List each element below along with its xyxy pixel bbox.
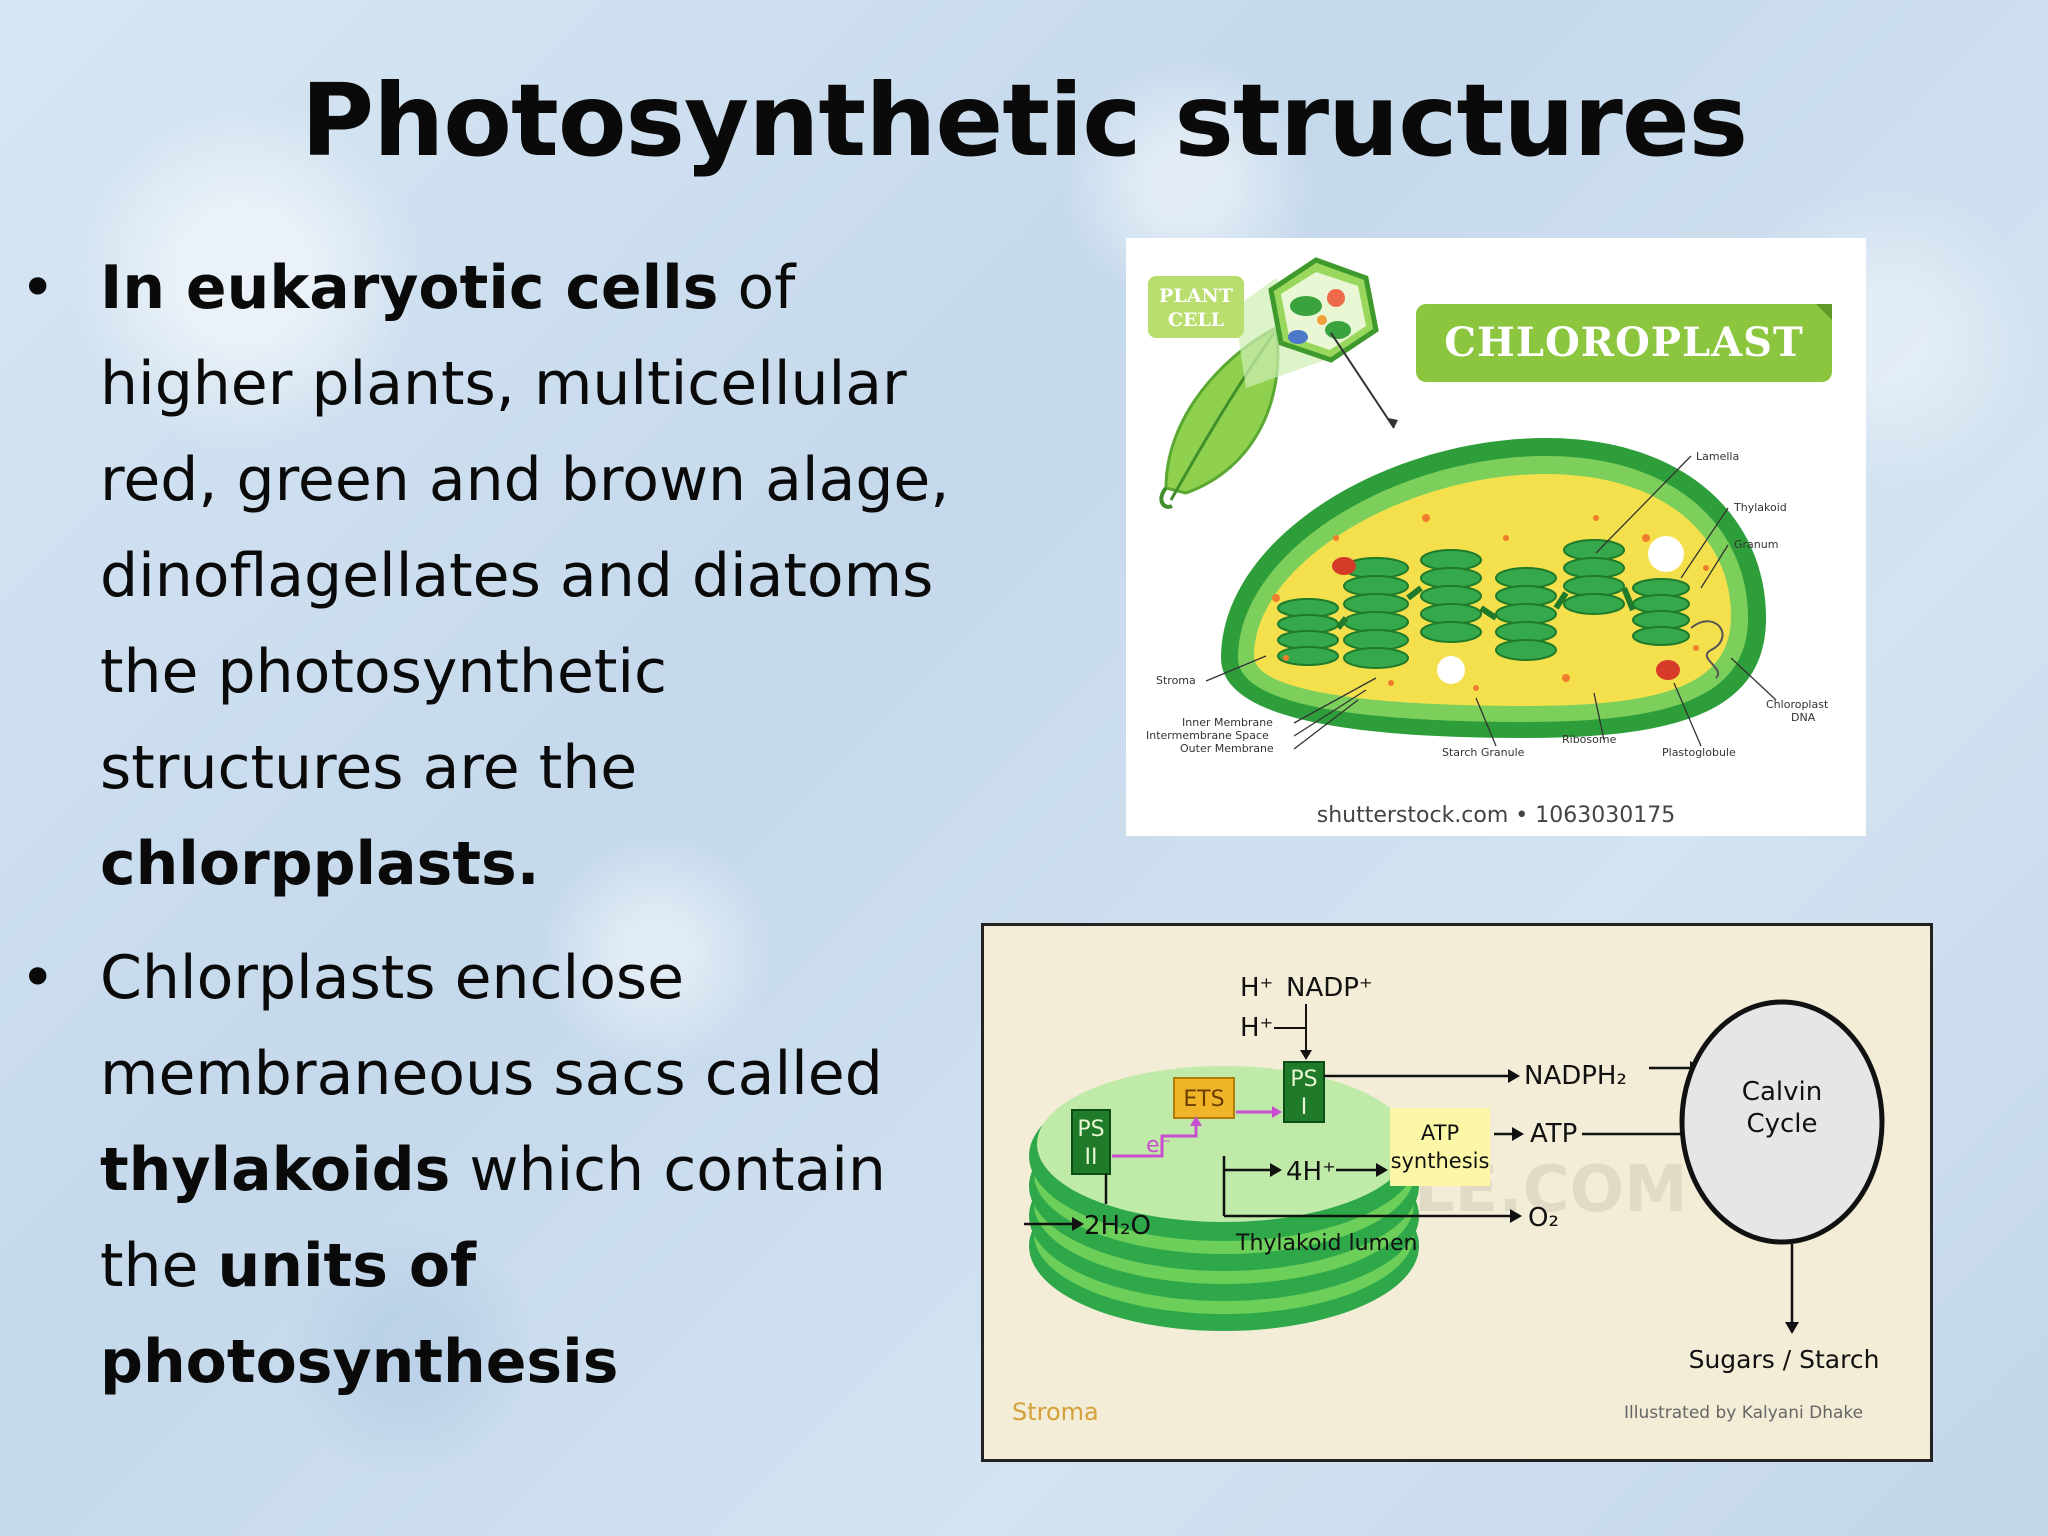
bullet-text: which contain the bbox=[100, 1135, 886, 1301]
electron-label: e⁻ bbox=[1146, 1133, 1171, 1158]
plant-cell-label: PLANT bbox=[1159, 285, 1233, 307]
label-chloroplast-dna: DNA bbox=[1791, 711, 1816, 724]
plant-cell-tag bbox=[1148, 276, 1244, 338]
light-reaction-figure: BUZZLE.COM PS II ETS PS I e⁻ H⁺ NADP⁺ H⁺… bbox=[981, 923, 1933, 1462]
label-outer-membrane: Outer Membrane bbox=[1180, 742, 1274, 755]
bullet-text: of higher plants, multicellular red, gre… bbox=[100, 253, 950, 803]
bullet-item: • In eukaryotic cells of higher plants, … bbox=[20, 240, 980, 912]
calvin-label: Cycle bbox=[1746, 1109, 1817, 1139]
light-reaction-diagram: BUZZLE.COM PS II ETS PS I e⁻ H⁺ NADP⁺ H⁺… bbox=[1012, 973, 1885, 1426]
bullet-text-bold: chlorpplasts. bbox=[100, 829, 540, 899]
bullet-marker: • bbox=[20, 943, 56, 1013]
chloroplast-diagram: PLANT CELL CHLOROPLAST bbox=[1146, 257, 1832, 828]
calvin-label: Calvin bbox=[1742, 1077, 1822, 1107]
label-lamella: Lamella bbox=[1696, 450, 1739, 463]
bullet-text: Chlorplasts enclose membraneous sacs cal… bbox=[100, 943, 883, 1109]
ps2-label: PS bbox=[1077, 1117, 1104, 1142]
chloroplast-banner bbox=[1416, 304, 1832, 382]
nadph2-label: NADPH₂ bbox=[1524, 1061, 1627, 1091]
ps1-label: I bbox=[1301, 1095, 1308, 1120]
label-stroma: Stroma bbox=[1156, 674, 1196, 687]
o2-label: O₂ bbox=[1528, 1203, 1559, 1233]
ets-box bbox=[1173, 1077, 1235, 1119]
ets-label: ETS bbox=[1183, 1087, 1224, 1112]
h-plus-label: H⁺ bbox=[1240, 1013, 1273, 1043]
atp-synthesis-label: synthesis bbox=[1391, 1149, 1490, 1173]
h-plus-label: H⁺ bbox=[1240, 973, 1273, 1003]
electron-arrow bbox=[1112, 1121, 1198, 1158]
illustration-credit: Illustrated by Kalyani Dhake bbox=[1624, 1403, 1863, 1423]
two-h2o-label: 2H₂O bbox=[1084, 1211, 1151, 1241]
four-h-plus-label: 4H⁺ bbox=[1286, 1157, 1336, 1187]
atp-synthesis-box bbox=[1390, 1108, 1490, 1186]
image-credit: shutterstock.com • 1063030175 bbox=[1317, 803, 1675, 828]
slide-title: Photosynthetic structures bbox=[300, 62, 1748, 179]
label-chloroplast-dna: Chloroplast bbox=[1766, 698, 1829, 711]
sugars-starch-label: Sugars / Starch bbox=[1689, 1345, 1880, 1374]
bullet-list: • In eukaryotic cells of higher plants, … bbox=[20, 240, 980, 1428]
ps1-label: PS bbox=[1290, 1067, 1317, 1092]
chloroplast-figure: PLANT CELL CHLOROPLAST bbox=[1126, 238, 1866, 836]
atp-synthesis-label: ATP bbox=[1421, 1121, 1459, 1145]
label-ribosome: Ribosome bbox=[1562, 733, 1617, 746]
plant-cell-label: CELL bbox=[1168, 309, 1224, 331]
atp-label: ATP bbox=[1530, 1119, 1577, 1149]
bullet-text-bold: units of photosynthesis bbox=[100, 1231, 619, 1397]
thylakoid-lumen-label: Thylakoid lumen bbox=[1235, 1231, 1417, 1256]
nadp-label: NADP⁺ bbox=[1286, 973, 1373, 1003]
starch-granule bbox=[1437, 656, 1465, 684]
grana-stacks bbox=[1277, 539, 1690, 669]
plastoglobule-dot bbox=[1656, 660, 1680, 680]
chloroplast-title: CHLOROPLAST bbox=[1444, 319, 1804, 366]
label-granum: Granum bbox=[1734, 538, 1778, 551]
ps2-label: II bbox=[1085, 1145, 1098, 1170]
chloroplast-dna-icon bbox=[1690, 620, 1724, 679]
calvin-cycle-circle bbox=[1679, 999, 1885, 1245]
bullet-item: • Chlorplasts enclose membraneous sacs c… bbox=[20, 930, 980, 1410]
label-starch-granule: Starch Granule bbox=[1442, 746, 1525, 759]
ps2-box bbox=[1071, 1109, 1111, 1175]
bullet-text-bold: In eukaryotic cells bbox=[100, 253, 719, 323]
plastoglobule-dot bbox=[1332, 557, 1356, 575]
label-plastoglobule: Plastoglobule bbox=[1662, 746, 1736, 759]
label-thylakoid: Thylakoid bbox=[1733, 501, 1787, 514]
pointer-line bbox=[1330, 332, 1395, 429]
bullet-text-bold: thylakoids bbox=[100, 1135, 451, 1205]
bullet-marker: • bbox=[20, 253, 56, 323]
label-inner-membrane: Inner Membrane bbox=[1182, 716, 1273, 729]
stroma-label: Stroma bbox=[1012, 1398, 1099, 1426]
starch-granule bbox=[1648, 536, 1684, 572]
ps1-box bbox=[1283, 1061, 1325, 1123]
label-intermembrane-space: Intermembrane Space bbox=[1146, 729, 1269, 742]
